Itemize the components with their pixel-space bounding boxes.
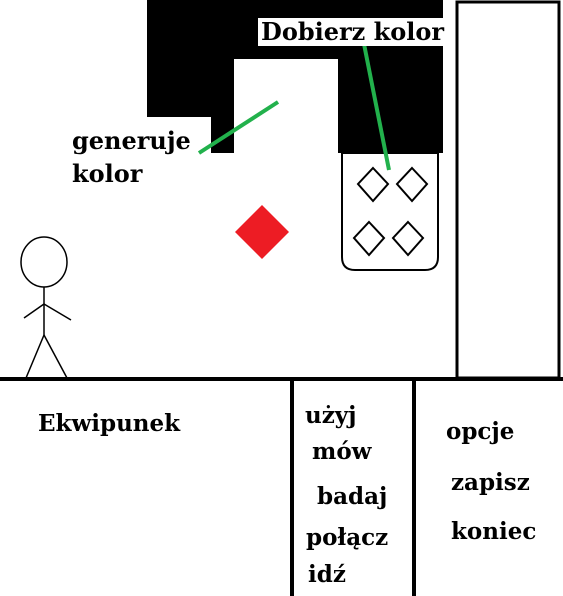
action-go[interactable]: idź [308,561,346,588]
panel-diamond-2[interactable] [395,166,429,203]
annotation-match-label: Dobierz kolor [258,18,448,46]
action-examine[interactable]: badaj [317,483,388,510]
pointer-line-match [362,43,391,171]
panel-diamond-3[interactable] [352,220,386,257]
annotation-generate-label: generuje kolor [72,126,191,188]
action-use[interactable]: użyj [305,402,357,429]
menu-save[interactable]: zapisz [451,469,530,496]
panel-diamond-1[interactable] [356,166,390,203]
diamond-panel[interactable] [341,152,439,271]
action-talk[interactable]: mów [312,438,372,465]
menu-options[interactable]: opcje [446,418,515,445]
pointer-line-generate [197,100,280,155]
menu-quit[interactable]: koniec [451,518,537,545]
action-combine[interactable]: połącz [306,524,389,551]
right-door-frame[interactable] [455,0,561,380]
panel-diamond-4[interactable] [391,220,425,257]
player-stick-figure-icon[interactable] [20,236,72,379]
inventory-title[interactable]: Ekwipunek [38,410,181,437]
red-diamond-icon[interactable] [235,205,289,259]
